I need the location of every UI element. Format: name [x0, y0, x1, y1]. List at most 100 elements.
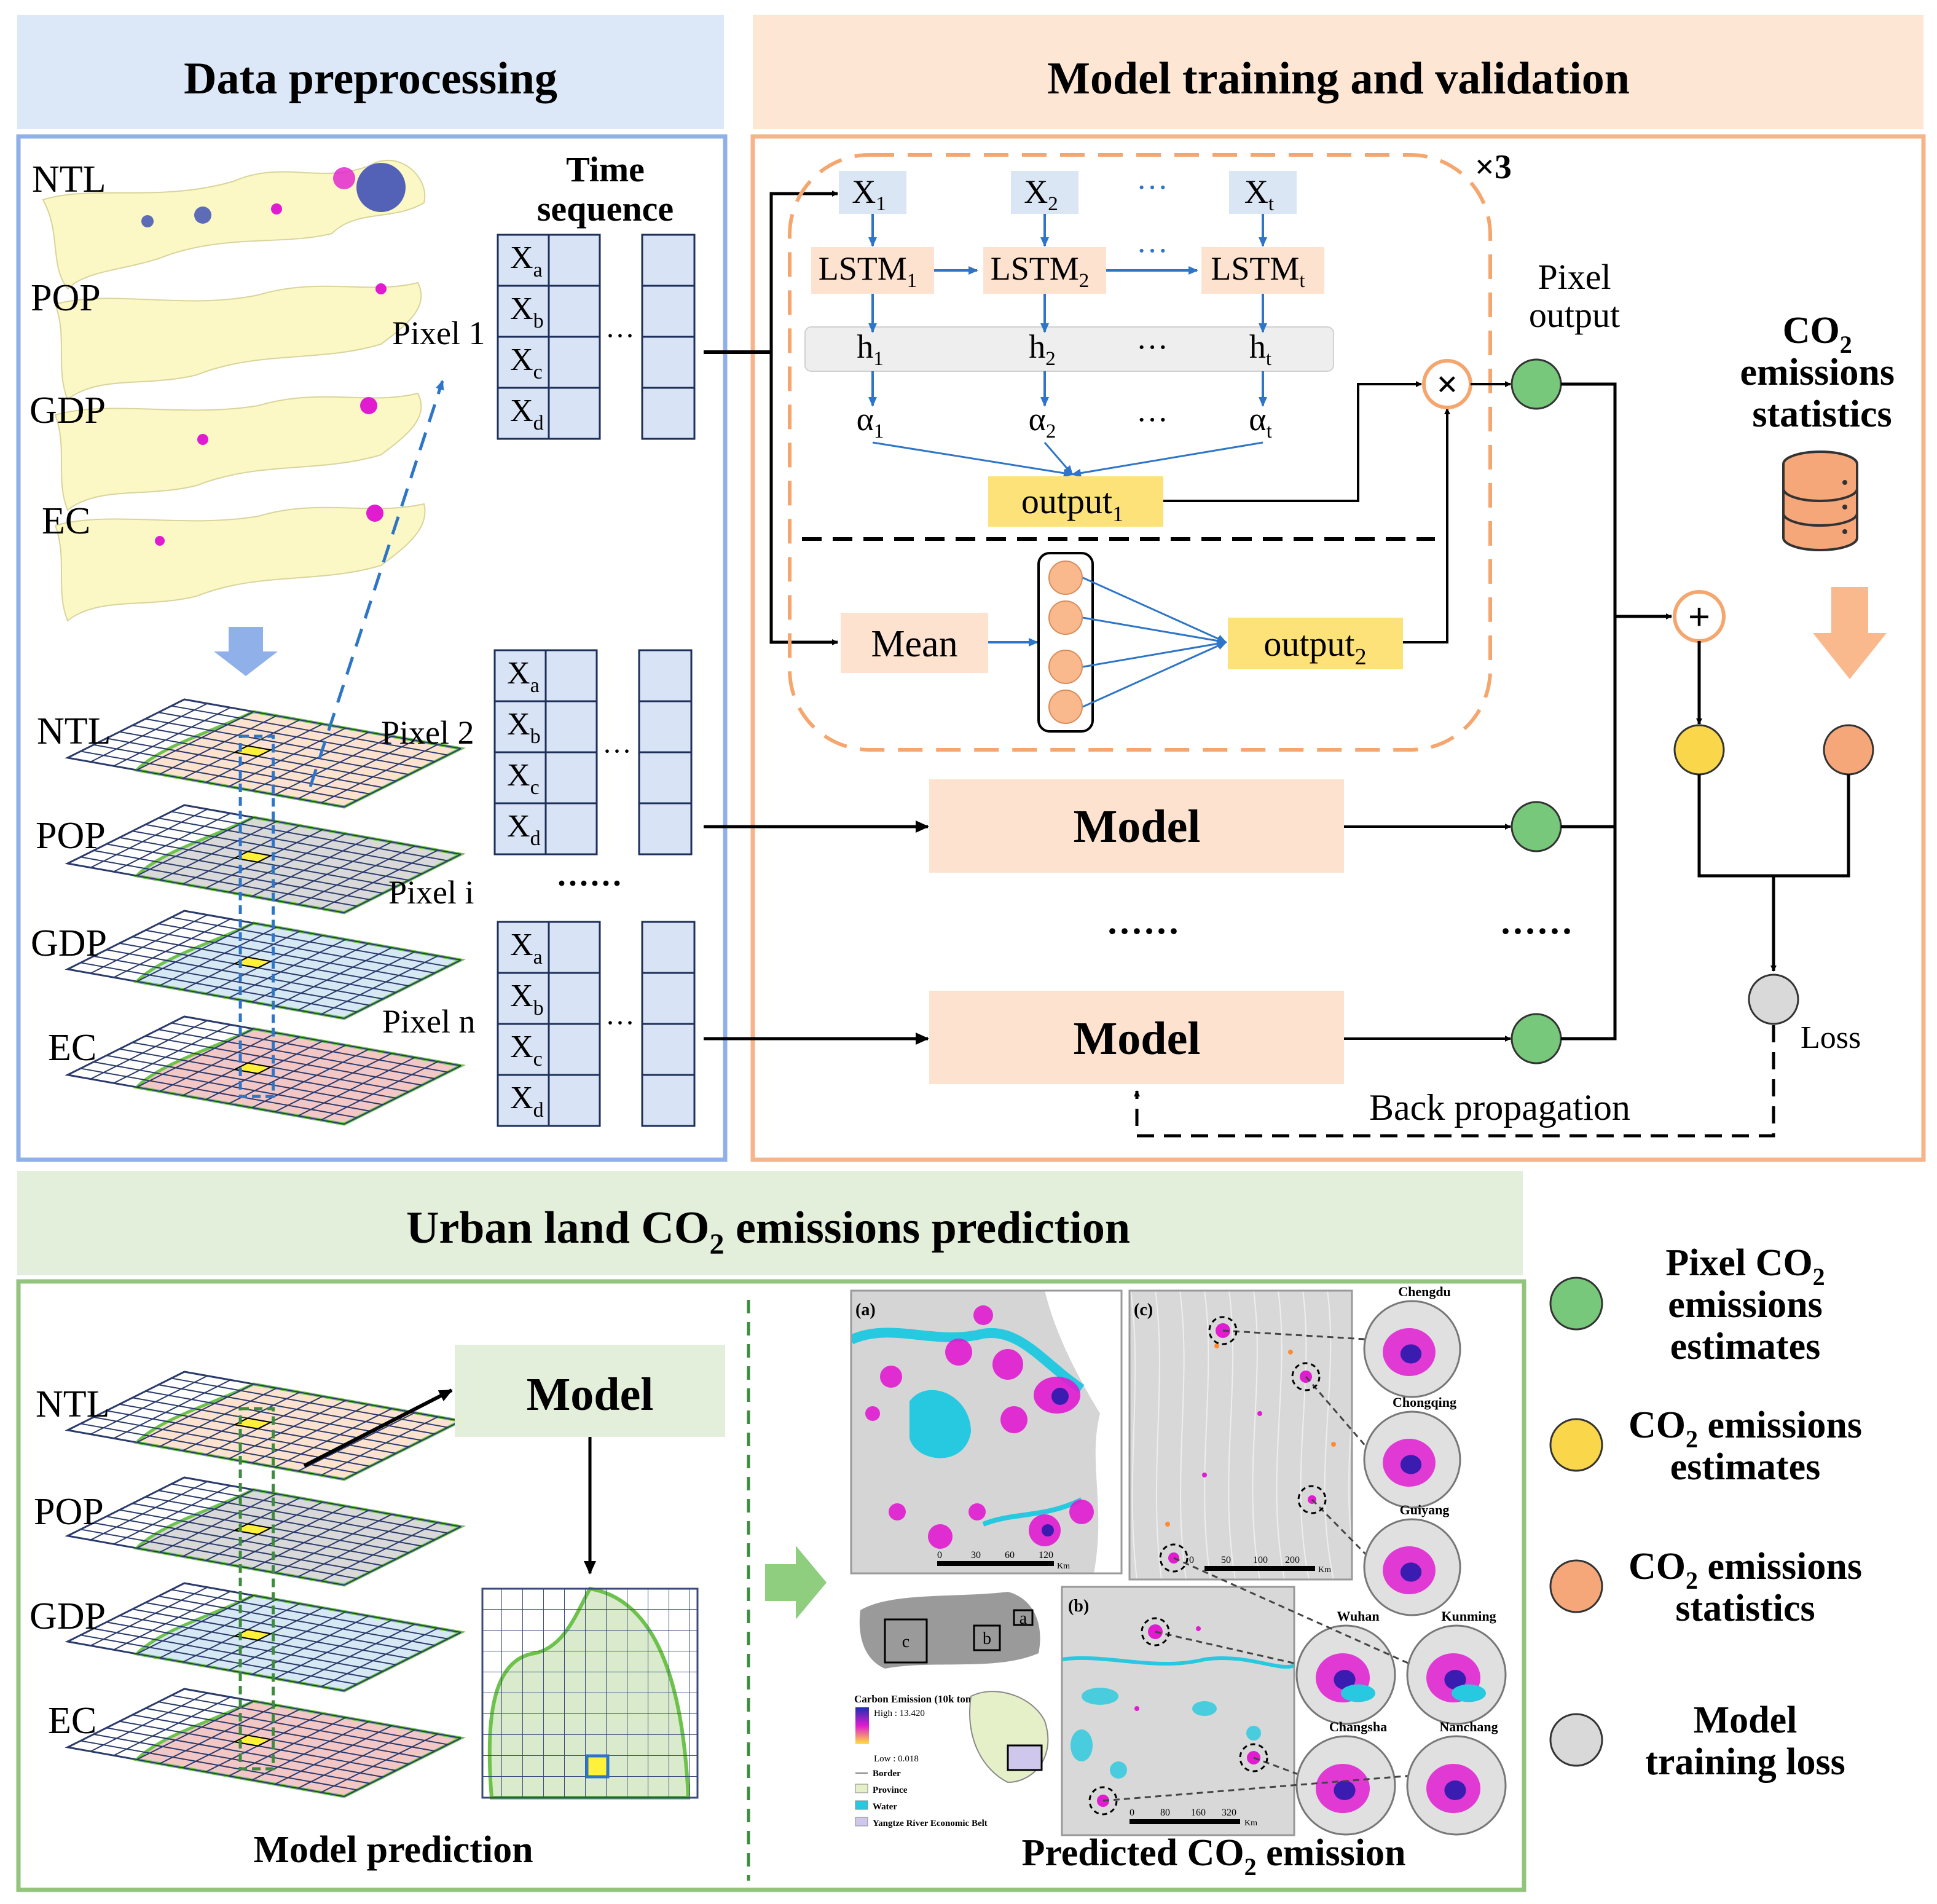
lstm-ellipsis: ··· — [1136, 330, 1168, 365]
svg-text:Km: Km — [1318, 1565, 1331, 1575]
preprocessing-header-bg — [17, 15, 724, 129]
pixel-2-label: Pixel 2 — [381, 714, 474, 751]
feature-label: Xa — [510, 240, 543, 281]
city-circle-chengdu: Chengdu — [1363, 1284, 1461, 1398]
back-propagation-path — [1134, 1025, 1775, 1138]
svg-text:60: 60 — [1005, 1550, 1015, 1560]
legend-swatch — [1549, 1277, 1603, 1331]
prediction-title: Urban land CO2 emissions prediction — [406, 1203, 1130, 1261]
ntl-map — [42, 159, 426, 290]
predicted-co2-label: Predicted CO2 emission — [1021, 1832, 1405, 1881]
svg-text:(b): (b) — [1068, 1597, 1089, 1616]
legend-text: emissions — [1668, 1284, 1822, 1326]
pop-map-label: POP — [31, 277, 101, 319]
city-circle-wuhan: Wuhan — [1295, 1608, 1396, 1725]
lstm-cell — [1201, 247, 1324, 294]
output1-label: output1 — [1021, 481, 1123, 526]
svg-text:200: 200 — [1285, 1555, 1300, 1565]
dense-node — [1048, 650, 1083, 684]
feature-label: Xb — [510, 978, 544, 1020]
svg-text:(a): (a) — [855, 1300, 876, 1320]
ec-layer-label: EC — [48, 1027, 96, 1069]
attention-weight-label: α2 — [1029, 401, 1056, 443]
svg-text:High : 13.420: High : 13.420 — [874, 1709, 925, 1718]
input-box — [839, 171, 906, 214]
training-title: Model training and validation — [1047, 53, 1630, 104]
legend-text: estimates — [1670, 1326, 1820, 1367]
grid-layer-ec — [65, 1688, 466, 1798]
model-ellipsis: ······ — [1106, 911, 1180, 951]
pop-layer-label: POP — [36, 815, 106, 857]
svg-text:120: 120 — [1039, 1550, 1053, 1560]
feature-label: Xa — [510, 927, 543, 969]
svg-text:100: 100 — [1253, 1555, 1268, 1565]
ec-map — [54, 503, 426, 622]
svg-text:+: + — [1688, 595, 1710, 639]
dense-node — [1048, 600, 1083, 635]
input-box — [1011, 171, 1079, 214]
lstm-label: LSTM2 — [991, 250, 1090, 292]
prediction-model-label: Model — [527, 1369, 654, 1420]
model-block-frame — [788, 153, 1492, 752]
svg-text:Km: Km — [1244, 1819, 1257, 1828]
sequence-ellipsis: ··· — [605, 1007, 635, 1039]
ntl-map-label: NTL — [32, 159, 106, 200]
feature-label: Xc — [510, 1029, 543, 1071]
ec-map-label: EC — [42, 500, 90, 542]
sequence-ellipsis: ··· — [605, 320, 635, 352]
prediction-layer-stack — [65, 1371, 466, 1798]
repeat-label: ×3 — [1475, 148, 1512, 186]
back-propagation-label: Back propagation — [1369, 1087, 1630, 1128]
legend-text: estimates — [1670, 1446, 1820, 1488]
pixel-output-node-1 — [1511, 358, 1562, 410]
lstm-cell — [983, 247, 1106, 294]
feature-label: Xc — [510, 342, 543, 384]
dense-node — [1048, 690, 1083, 724]
loss-label: Loss — [1801, 1020, 1861, 1055]
input-label: X2 — [1024, 173, 1058, 215]
model-box-n — [929, 991, 1344, 1084]
gdp-map — [54, 392, 422, 511]
svg-text:160: 160 — [1191, 1808, 1206, 1818]
attention-weight-label: α1 — [857, 401, 884, 443]
legend-text: CO2 emissions — [1629, 1404, 1862, 1453]
database-icon — [1782, 450, 1858, 551]
lstm-ellipsis: ··· — [1136, 170, 1168, 205]
mean-box — [841, 613, 988, 673]
grid-layer-gdp — [65, 910, 466, 1020]
city-label: Kunming — [1441, 1608, 1496, 1624]
sequence-ellipsis: ··· — [602, 735, 632, 768]
legend-swatch — [1549, 1418, 1603, 1472]
grid-layer-ec — [65, 1015, 466, 1126]
down-arrow-blue — [214, 627, 278, 676]
model-box-n-label: Model — [1074, 1013, 1201, 1064]
preprocessing-frame — [16, 134, 728, 1162]
city-circle-nanchang: Nanchang — [1406, 1719, 1507, 1836]
lstm-attention-branch: X1LSTM1h1α1X2LSTM2h2α2XtLSTMthtαt·······… — [804, 170, 1422, 527]
pixel-extract-arrow — [308, 380, 444, 787]
svg-text:Province: Province — [873, 1785, 908, 1795]
output2-label: output2 — [1263, 624, 1366, 670]
output-ellipsis: ······ — [1499, 911, 1573, 951]
svg-text:Low : 0.018: Low : 0.018 — [874, 1754, 919, 1764]
feature-label: Xd — [510, 1080, 544, 1122]
hidden-state-band — [804, 326, 1334, 372]
training-header-bg — [753, 15, 1923, 129]
city-circle-guiyang: Guiyang — [1363, 1502, 1461, 1616]
pixel-output-node-2 — [1511, 801, 1562, 852]
svg-text:Km: Km — [1057, 1562, 1070, 1571]
svg-text:a: a — [1020, 1609, 1027, 1628]
legend-text: CO2 emissions — [1629, 1546, 1862, 1594]
pixel-n-label: Pixel n — [382, 1003, 476, 1040]
preprocessing-title: Data preprocessing — [184, 53, 557, 104]
svg-text:c: c — [902, 1632, 910, 1651]
city-label: Changsha — [1329, 1719, 1387, 1734]
svg-text:0: 0 — [1130, 1808, 1134, 1818]
